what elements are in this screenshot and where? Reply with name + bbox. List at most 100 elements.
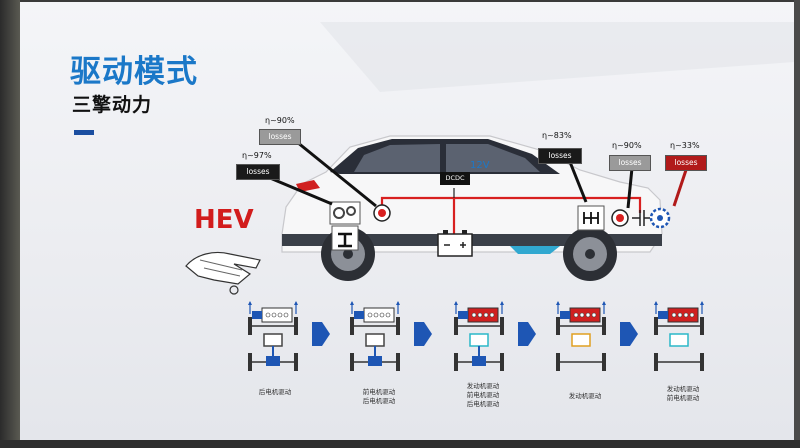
- engine-cylinder: [484, 313, 488, 317]
- front-motor-icon: [612, 210, 628, 226]
- engine-cylinder: [574, 313, 578, 317]
- loss-box-engine: losses: [665, 155, 707, 171]
- engine-cylinder: [284, 313, 288, 317]
- thrust-arrow-head: [248, 301, 252, 305]
- dcdc-converter: DCDC: [440, 172, 470, 185]
- caption-line: 发动机驱动: [650, 385, 716, 394]
- wheel-icon: [248, 353, 252, 371]
- mode-caption-4: 发动机驱动: [552, 392, 618, 401]
- rear-motor-icon: [266, 356, 280, 366]
- engine-cylinder: [586, 313, 590, 317]
- thrust-arrow-head: [350, 301, 354, 305]
- mode-caption-1: 后电机驱动: [242, 388, 308, 397]
- wheel-icon: [500, 317, 504, 335]
- wheel-icon: [396, 317, 400, 335]
- engine-cylinder: [684, 313, 688, 317]
- wheel-icon: [602, 317, 606, 335]
- front-unit-icon: [670, 334, 688, 346]
- loss-box-rear-gears: losses: [236, 164, 280, 180]
- engine-cylinder: [472, 313, 476, 317]
- thrust-arrow-head: [500, 301, 504, 305]
- drive-mode-4: [556, 301, 606, 371]
- engine-cylinder: [368, 313, 372, 317]
- caption-line: 发动机驱动: [450, 382, 516, 391]
- wheel-icon: [396, 353, 400, 371]
- engine-cylinder: [380, 313, 384, 317]
- wheel-icon: [556, 353, 560, 371]
- arrow-right-icon: [414, 322, 432, 346]
- engine-cylinder: [386, 313, 390, 317]
- loss-box-front-motor: losses: [609, 155, 651, 171]
- wheel-icon: [454, 353, 458, 371]
- thrust-arrow-head: [602, 301, 606, 305]
- engine-cylinder: [672, 313, 676, 317]
- caption-line: 后电机驱动: [346, 397, 412, 406]
- wheel-icon: [556, 317, 560, 335]
- wheel-icon: [248, 317, 252, 335]
- background-right: [794, 0, 800, 448]
- engine-gear-icon: [560, 311, 570, 319]
- presentation-slide: 驱动模式 三擎动力 HEV η~97% losses η~90% losses …: [20, 2, 794, 440]
- front-unit-icon: [264, 334, 282, 346]
- arrow-right-icon: [312, 322, 330, 346]
- wheel-icon: [500, 353, 504, 371]
- mode-caption-2: 前电机驱动 后电机驱动: [346, 388, 412, 406]
- loss-box-rear-motor: losses: [259, 129, 301, 145]
- battery-icon: [438, 230, 472, 256]
- rear-motor-icon: [368, 356, 382, 366]
- wheel-icon: [700, 317, 704, 335]
- background-left: [0, 0, 20, 448]
- caption-line: 发动机驱动: [552, 392, 618, 401]
- mode-caption-3: 发动机驱动 前电机驱动 后电机驱动: [450, 382, 516, 409]
- thrust-arrow-head: [700, 301, 704, 305]
- rear-motor-icon: [472, 356, 486, 366]
- wheel-icon: [654, 317, 658, 335]
- arrow-right-icon: [620, 322, 638, 346]
- engine-gear-icon: [651, 209, 669, 227]
- engine-cylinder: [690, 313, 694, 317]
- engine-cylinder: [272, 313, 276, 317]
- wheel-icon: [602, 353, 606, 371]
- engine-cylinder: [278, 313, 282, 317]
- wheel-icon: [350, 353, 354, 371]
- thrust-arrow-head: [654, 301, 658, 305]
- engine-cylinder: [490, 313, 494, 317]
- engine-gear-icon: [252, 311, 262, 319]
- caption-line: 前电机驱动: [346, 388, 412, 397]
- engine-cylinder: [266, 313, 270, 317]
- efficiency-label-front-gearbox: η~83%: [542, 131, 572, 140]
- voltage-label: 12V: [470, 160, 490, 171]
- engine-cylinder: [374, 313, 378, 317]
- engine-gear-icon: [458, 311, 468, 319]
- efficiency-label-rear-gears: η~97%: [242, 151, 272, 160]
- thrust-arrow-head: [396, 301, 400, 305]
- wheel-icon: [700, 353, 704, 371]
- engine-cylinder: [478, 313, 482, 317]
- caption-line: 前电机驱动: [450, 391, 516, 400]
- efficiency-label-engine: η~33%: [670, 141, 700, 150]
- wheel-icon: [454, 317, 458, 335]
- rear-motor-icon: [374, 205, 390, 221]
- efficiency-label-rear-motor: η~90%: [265, 116, 295, 125]
- wheel-icon: [350, 317, 354, 335]
- arrow-right-icon: [518, 322, 536, 346]
- drive-mode-3: [454, 301, 504, 371]
- engine-cylinder: [592, 313, 596, 317]
- drive-mode-5: [654, 301, 704, 371]
- hev-label: HEV: [194, 205, 254, 235]
- drive-mode-diagrams: [248, 301, 704, 371]
- thrust-arrow-head: [556, 301, 560, 305]
- wheel-icon: [294, 353, 298, 371]
- mode-caption-5: 发动机驱动 前电机驱动: [650, 385, 716, 403]
- drive-mode-1: [248, 301, 298, 371]
- front-gearbox-icon: [578, 206, 604, 230]
- engine-gear-icon: [354, 311, 364, 319]
- loss-box-front-gearbox: losses: [538, 148, 582, 164]
- front-unit-icon: [470, 334, 488, 346]
- caption-line: 前电机驱动: [650, 394, 716, 403]
- efficiency-label-front-motor: η~90%: [612, 141, 642, 150]
- thrust-arrow-head: [454, 301, 458, 305]
- rear-gears-icon: [330, 202, 360, 224]
- wheel-icon: [654, 353, 658, 371]
- drive-mode-2: [350, 301, 400, 371]
